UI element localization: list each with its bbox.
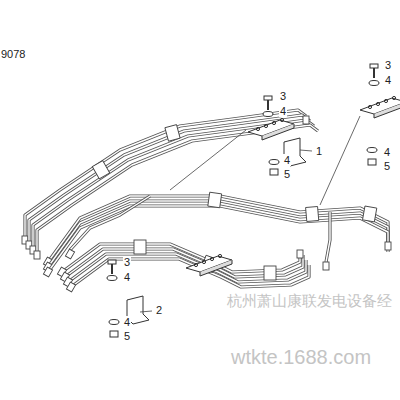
union-nut <box>65 249 74 259</box>
pipe-outline <box>68 254 306 282</box>
pipe-inner <box>25 110 306 240</box>
pipe-outline <box>326 212 330 262</box>
pipe-outline <box>71 259 309 287</box>
union-nut <box>297 250 303 258</box>
callout-number: 5 <box>123 330 131 342</box>
union-nut <box>303 116 309 124</box>
callout-number: 4 <box>123 271 131 283</box>
pipes <box>22 110 391 292</box>
callout-number: 5 <box>383 160 391 172</box>
callout-number: 2 <box>155 304 163 316</box>
callout-number: 4 <box>279 105 287 117</box>
callout-number: 3 <box>384 59 392 71</box>
union-nut <box>323 262 329 270</box>
pipe-outline <box>29 115 310 245</box>
union-nut <box>385 242 391 250</box>
pipe-clamp <box>92 161 109 179</box>
pipe-clamp <box>165 125 180 142</box>
callout-number: 4 <box>283 154 291 166</box>
callout-number: 5 <box>283 168 291 180</box>
callout-number: 1 <box>315 145 323 157</box>
pipe-inner <box>71 259 309 287</box>
bracket-assemblies <box>107 64 400 337</box>
union-nut <box>43 267 52 277</box>
callout-number: 4 <box>384 74 392 86</box>
watermark: 杭州萧山康联发电设备经 <box>226 292 393 310</box>
pipe-clamp <box>306 206 319 221</box>
pipe-inner <box>37 125 318 255</box>
pipe-outline <box>25 110 306 240</box>
pipe-clamp <box>363 206 377 222</box>
callout-number: 3 <box>123 256 131 268</box>
pipe-inner <box>48 206 388 272</box>
pipe-inner <box>29 115 310 245</box>
pipe-clamp <box>264 266 276 280</box>
pipe-clamp <box>134 240 146 254</box>
watermark: wtkte.1688.com <box>230 346 372 368</box>
union-nut <box>34 251 40 259</box>
callout-number: 4 <box>123 316 131 328</box>
union-nut <box>66 282 75 292</box>
pipe-clamp <box>208 192 222 208</box>
figure-number: 9078 <box>0 48 26 60</box>
callout-number: 4 <box>383 146 391 158</box>
pipe-inner <box>68 254 306 282</box>
pipe-outline <box>48 206 388 272</box>
pipe-inner <box>326 212 330 262</box>
callout-number: 3 <box>279 90 287 102</box>
pipe-outline <box>37 125 318 255</box>
